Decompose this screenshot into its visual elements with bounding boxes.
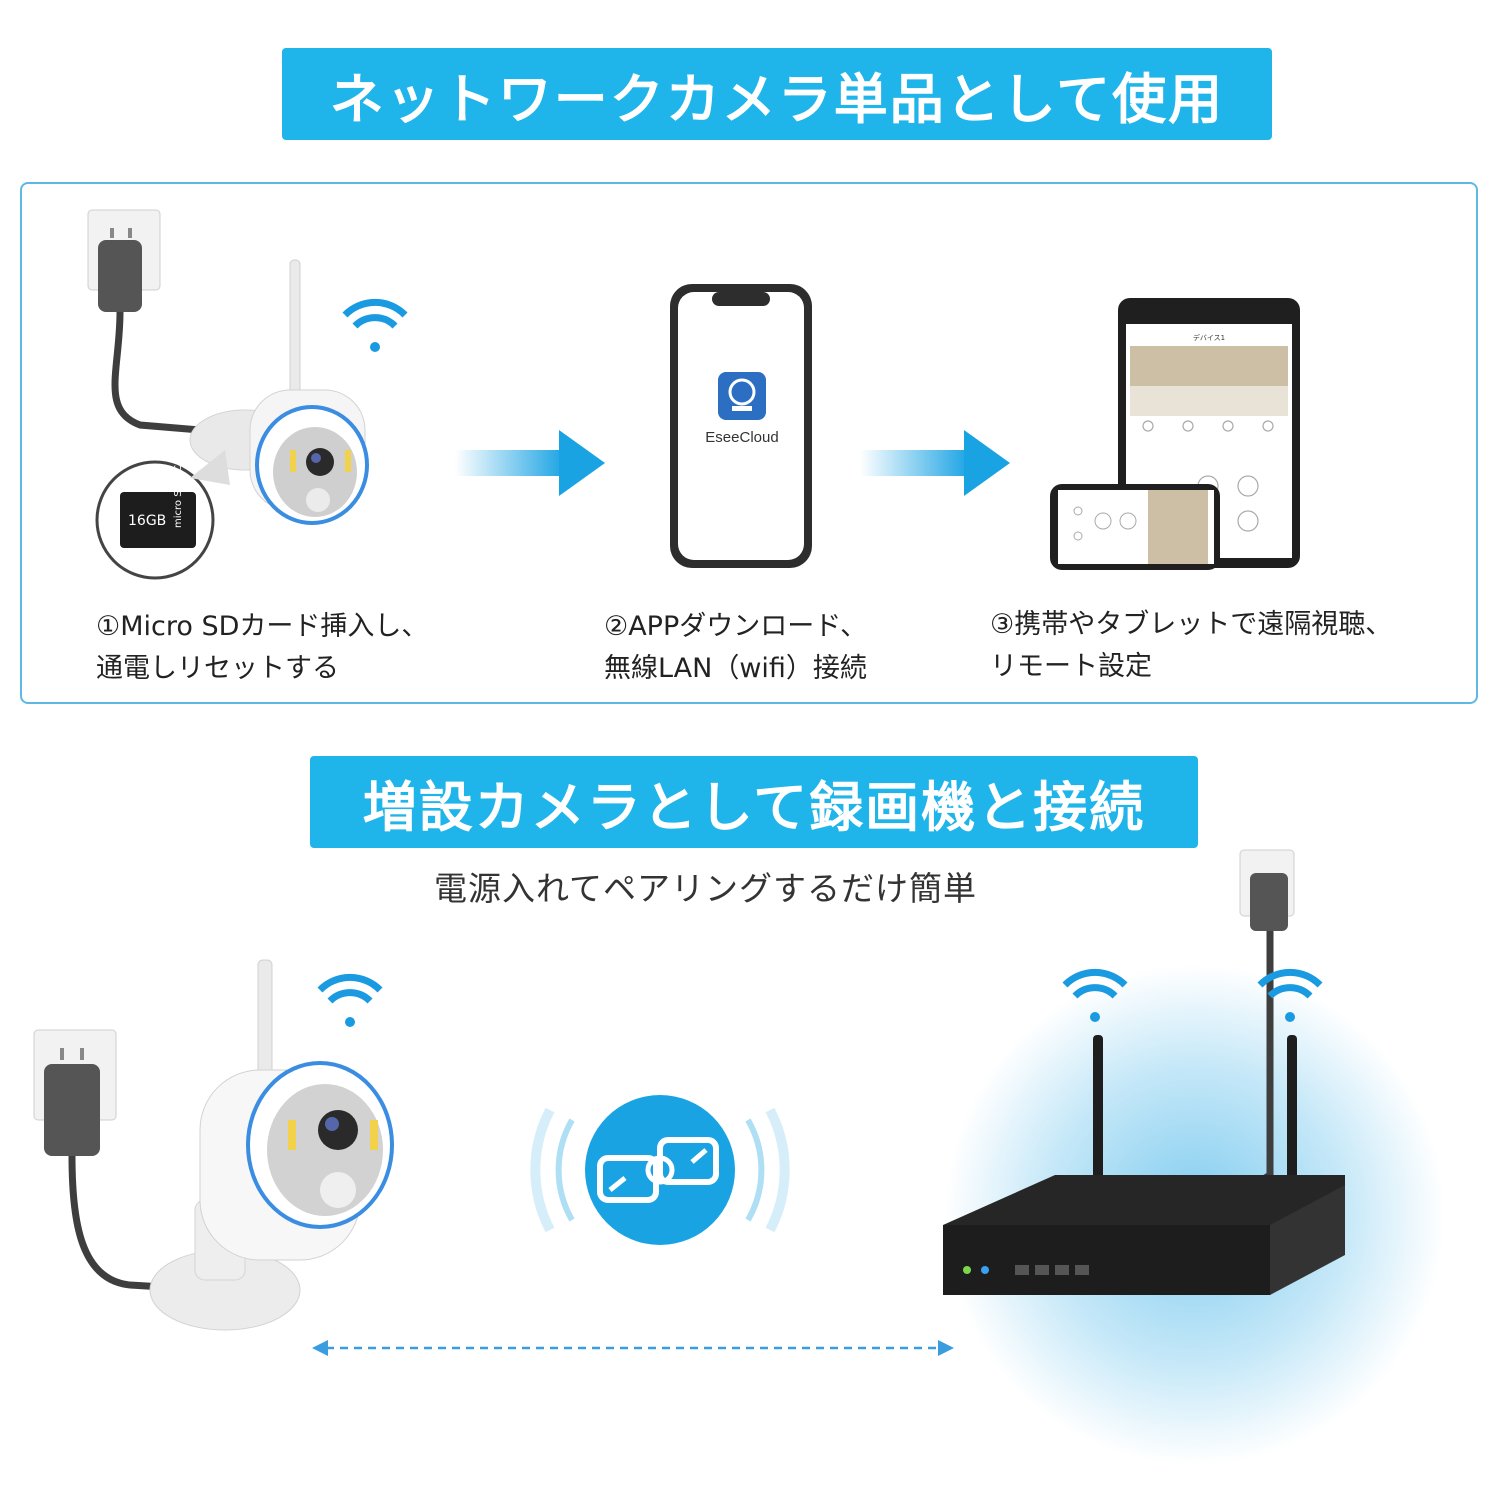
- nvr-recorder-illustration: [943, 849, 1445, 1465]
- tablet-icon: デバイス1: [1050, 298, 1300, 570]
- wifi-icon: [1257, 968, 1323, 1022]
- bottom-camera-illustration: [33, 959, 394, 1331]
- security-camera-icon: [189, 259, 369, 525]
- micro-sd-card-icon: 16GB micro SD HC: [95, 450, 230, 580]
- banner-expansion-camera: 増設カメラとして録画機と接続: [310, 756, 1198, 848]
- svg-text:デバイス1: デバイス1: [1193, 333, 1225, 342]
- step-1-line-1: ①Micro SDカード挿入し、: [96, 611, 429, 642]
- app-name: EseeCloud: [705, 429, 778, 446]
- pairing-sync-icon: [530, 1095, 790, 1245]
- step-3-text: ③携帯やタブレットで遠隔視聴、 リモート設定: [990, 604, 1392, 688]
- steps-panel: [20, 182, 1478, 704]
- step-2-line-2: 無線LAN（wifi）接続: [604, 653, 867, 684]
- svg-text:16GB: 16GB: [128, 513, 166, 529]
- app-icon: [718, 372, 766, 420]
- wifi-icon: [342, 298, 408, 352]
- wifi-icon: [317, 973, 383, 1027]
- step-3-line-2: リモート設定: [990, 651, 1152, 682]
- wall-outlet-icon: [33, 1029, 181, 1292]
- wifi-icon: [1062, 968, 1128, 1022]
- banner-standalone-use: ネットワークカメラ単品として使用: [282, 48, 1272, 140]
- step-2-text: ②APPダウンロード、 無線LAN（wifi）接続: [604, 606, 867, 690]
- nvr-recorder-icon: [943, 1035, 1345, 1295]
- svg-text:micro SD HC: micro SD HC: [173, 465, 184, 528]
- security-camera-icon: [149, 959, 394, 1331]
- arrow-right-icon: [860, 430, 1010, 496]
- step-3-line-1: ③携帯やタブレットで遠隔視聴、: [990, 609, 1393, 640]
- smartphone-icon: EseeCloud: [670, 284, 812, 568]
- step-2-line-1: ②APPダウンロード、: [604, 611, 868, 642]
- subtitle: 電源入れてペアリングするだけ簡単: [434, 869, 978, 908]
- wall-outlet-icon: [87, 209, 201, 434]
- step-1-line-2: 通電しリセットする: [96, 653, 339, 684]
- step1-illustration: 16GB micro SD HC: [87, 209, 408, 580]
- double-arrow-icon: [312, 1340, 954, 1356]
- step-1-text: ①Micro SDカード挿入し、 通電しリセットする: [96, 606, 428, 690]
- arrow-right-icon: [455, 430, 605, 496]
